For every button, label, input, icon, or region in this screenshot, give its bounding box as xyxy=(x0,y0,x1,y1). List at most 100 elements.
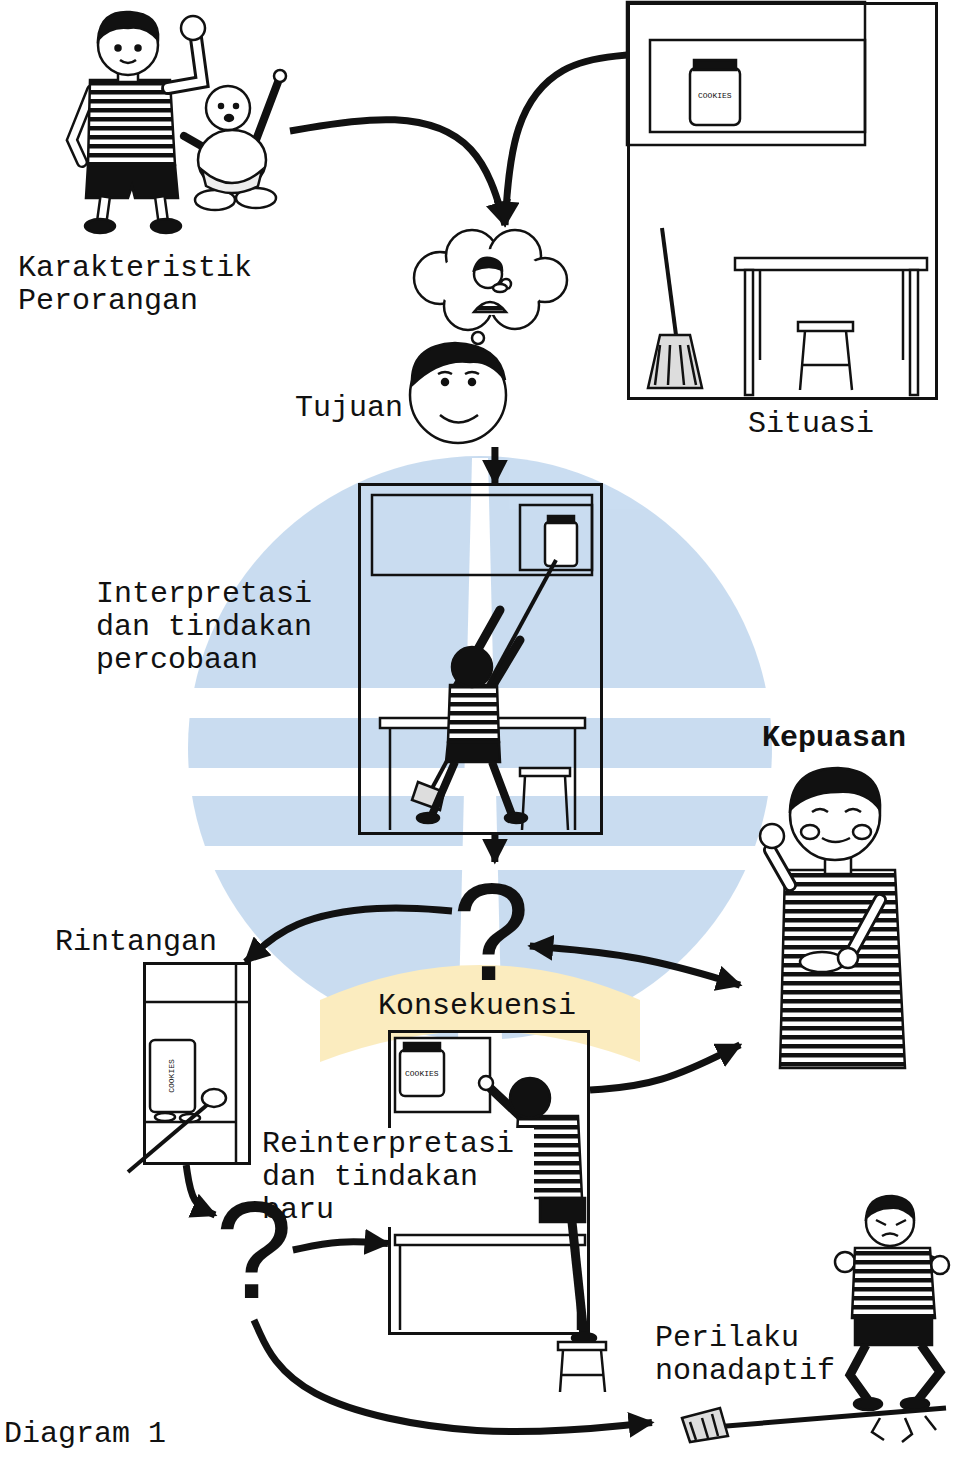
baby-figure xyxy=(234,104,238,108)
strong-boy-figure xyxy=(98,12,158,40)
strong-boy-figure xyxy=(85,219,115,233)
satisfied-boy-figure xyxy=(850,900,880,955)
climbing-scene xyxy=(404,1043,440,1051)
spilled-jar-scene xyxy=(235,962,238,1165)
spilled-jar-scene xyxy=(128,1105,207,1172)
spilled-jar-scene xyxy=(150,1040,195,1112)
climbing-scene xyxy=(572,1222,584,1336)
baby-figure xyxy=(256,82,278,140)
climbing-scene xyxy=(510,1078,550,1118)
angry-boy-figure xyxy=(850,1345,940,1400)
satisfied-boy-figure xyxy=(790,768,880,810)
satisfied-boy-figure xyxy=(760,768,905,1068)
flow-arrow xyxy=(254,1320,652,1432)
angry-boy-figure xyxy=(866,1196,914,1218)
kitchen-scene xyxy=(694,60,736,70)
trial-scene xyxy=(452,647,492,687)
flow-arrow xyxy=(505,55,627,225)
picture-box: Interpretasi dan tindakan percobaan xyxy=(358,483,603,835)
edge-label: Konsekuensi xyxy=(378,990,588,1023)
strong-boy-figure xyxy=(168,38,202,88)
angry-boy-figure xyxy=(852,1248,935,1318)
stage-label: Situasi xyxy=(748,408,948,441)
figure-group: Kepuasan xyxy=(740,722,940,1070)
kitchen-scene xyxy=(745,270,753,395)
figure-group: Tujuan xyxy=(295,225,567,447)
trial-scene xyxy=(520,768,570,776)
strong-boy-figure xyxy=(102,198,163,220)
trial-scene xyxy=(522,776,568,830)
baby-figure xyxy=(219,104,223,108)
flow-arrow xyxy=(246,908,452,962)
figure-group: Perilaku nonadaptif xyxy=(652,1195,952,1437)
thought-bubble xyxy=(414,230,567,344)
picture-box: Rintangan xyxy=(143,962,251,1165)
thought-bubble xyxy=(472,332,484,344)
flow-arrow xyxy=(530,946,740,985)
flow-arrow xyxy=(290,120,505,225)
spilled-jar-scene xyxy=(143,1001,250,1004)
kitchen-scene xyxy=(910,270,918,395)
angry-boy-figure xyxy=(682,1196,949,1442)
kitchen-scene xyxy=(798,322,853,331)
thought-bubble xyxy=(436,249,548,315)
angry-boy-figure xyxy=(931,1256,949,1274)
angry-boy-figure xyxy=(854,1398,882,1410)
thought-bubble xyxy=(474,302,506,312)
kitchen-scene xyxy=(655,345,696,385)
strong-boy-figure xyxy=(102,198,163,220)
trial-scene xyxy=(432,762,512,815)
trial-scene xyxy=(390,728,575,830)
satisfied-boy-figure xyxy=(850,900,880,955)
satisfied-boy-figure xyxy=(822,838,850,842)
angry-boy-figure xyxy=(835,1252,855,1272)
boy-face xyxy=(469,379,475,385)
picture-box: Situasi xyxy=(627,2,938,400)
climbing-scene xyxy=(395,1038,490,1112)
baby-figure xyxy=(184,70,286,210)
jar-label: COOKIES xyxy=(405,1070,439,1078)
diagram-number: Diagram 1 xyxy=(4,1418,224,1451)
stage-label: Interpretasi dan tindakan percobaan xyxy=(96,578,346,677)
kitchen-scene xyxy=(648,335,702,388)
jar-label: COOKIES xyxy=(698,92,732,100)
satisfied-boy-figure xyxy=(801,825,819,839)
baby-figure xyxy=(206,86,250,130)
stage-label: Tujuan xyxy=(295,392,415,425)
trial-scene xyxy=(548,516,574,523)
kitchen-scene xyxy=(735,258,927,270)
thought-bubble xyxy=(493,284,507,292)
stage-label: Reinterpretasi dan tindakan baru xyxy=(262,1128,534,1227)
satisfied-boy-figure xyxy=(853,825,871,839)
flow-arrow xyxy=(590,1045,740,1090)
baby-figure xyxy=(274,70,286,82)
climbing-scene xyxy=(400,1245,578,1330)
boy-face xyxy=(442,379,448,385)
kitchen-scene xyxy=(627,2,865,145)
strong-boy-figure xyxy=(168,38,202,88)
climbing-scene xyxy=(560,1350,605,1392)
flow-arrow xyxy=(491,447,498,483)
climbing-scene xyxy=(558,1342,606,1350)
strong-boy-figure xyxy=(88,80,175,165)
thought-bubble xyxy=(474,258,502,270)
angry-boy-figure xyxy=(682,1408,728,1442)
trial-scene xyxy=(417,813,439,823)
satisfied-boy-figure xyxy=(838,948,858,968)
boy-face xyxy=(412,343,505,385)
strong-boy-figure xyxy=(120,60,136,63)
baby-figure xyxy=(202,170,262,193)
angry-boy-figure xyxy=(872,1416,936,1442)
question-mark-text: ? xyxy=(452,862,530,1002)
climbing-scene xyxy=(400,1050,444,1096)
kitchen-scene xyxy=(627,2,927,395)
trial-scene xyxy=(505,813,527,823)
climbing-scene xyxy=(479,1076,493,1090)
baby-figure xyxy=(225,115,233,121)
flow-arrow xyxy=(186,1165,215,1215)
climbing-scene xyxy=(540,1198,585,1222)
watermark xyxy=(170,456,790,1062)
question-mark: ? xyxy=(215,1180,293,1320)
flow-arrow xyxy=(293,1242,388,1250)
angry-boy-figure xyxy=(690,1414,718,1440)
